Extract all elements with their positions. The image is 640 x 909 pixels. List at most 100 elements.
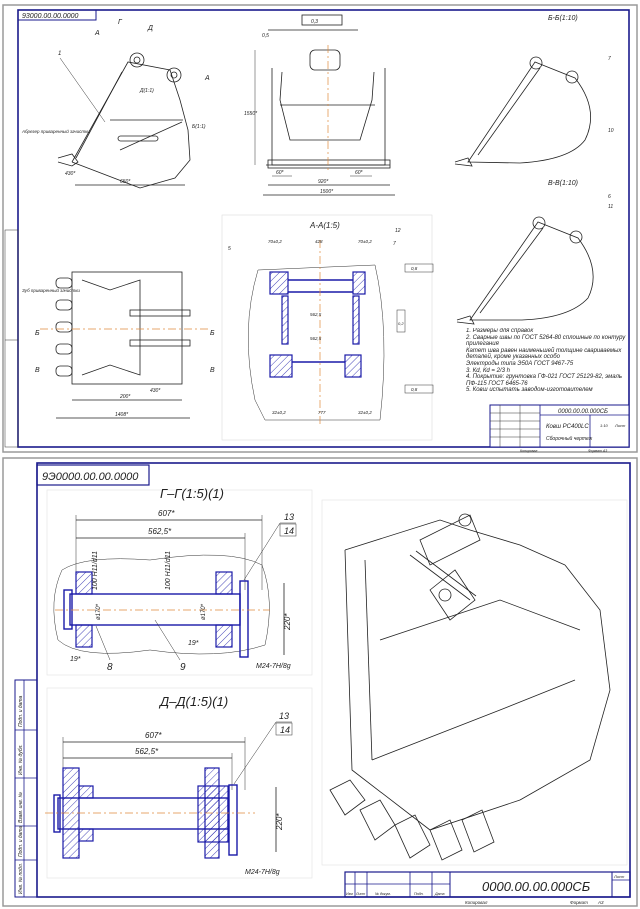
svg-text:Б: Б [35, 330, 40, 337]
section-vv: В-В(1:10) 6 11 [456, 180, 613, 325]
svg-text:650*: 650* [120, 179, 131, 185]
svg-text:6: 6 [608, 194, 611, 200]
svg-text:7: 7 [608, 56, 611, 62]
sheet-2-border [2, 457, 638, 907]
svg-text:А: А [204, 75, 210, 82]
svg-text:Инв. № подл.: Инв. № подл. [18, 863, 24, 894]
svg-text:Копировал: Копировал [520, 449, 537, 453]
sheet-1-side-strip [4, 229, 19, 448]
bolt [239, 580, 249, 658]
svg-text:428: 428 [315, 239, 323, 244]
svg-text:1:10: 1:10 [600, 423, 609, 428]
svg-text:1500*: 1500* [320, 189, 334, 195]
svg-text:9: 9 [180, 662, 186, 673]
note-5: 5. Ковш испытать заводом-изготовителем [466, 387, 593, 394]
section-vv-title: В-В(1:10) [548, 180, 578, 187]
svg-text:Д: Д [147, 25, 153, 32]
sheet-1: 93000.00.00.0000 А Г Д А Д(1:1) Б(1:1) 1… [2, 4, 638, 453]
front-dim-60-right: 60* [355, 170, 364, 176]
svg-text:Абрезер приваренный зачистки: Абрезер приваренный зачистки [21, 128, 90, 134]
svg-text:607*: 607* [145, 731, 162, 740]
bucket-plan-view: Б Б В В Зуб приваренный зачистки 200* 43… [22, 271, 215, 419]
technical-notes: 1. Размеры для справок 2. Сварные швы по… [466, 328, 626, 394]
svg-text:В: В [35, 367, 40, 374]
sheet-2-stamp-box [36, 464, 150, 486]
teeth [55, 277, 73, 377]
svg-text:Дата: Дата [434, 892, 444, 896]
svg-text:430*: 430* [150, 388, 161, 394]
svg-text:Формат: Формат [570, 900, 588, 905]
section-aa-title: А-А(1:5) [309, 221, 340, 230]
svg-text:8: 8 [107, 662, 113, 673]
svg-text:19*: 19* [70, 656, 81, 663]
svg-text:M24-7H/8g: M24-7H/8g [245, 869, 280, 876]
note-2-electrodes: Электроды типа Э50А ГОСТ 9467-75 [466, 360, 574, 367]
sheet-2-side-strip: Подп. и дата Инв. № дубл. Взам. инв. № П… [14, 679, 38, 898]
svg-text:Д(1:1): Д(1:1) [139, 88, 154, 94]
section-dd: Д–Д(1:5)(1) 607* 562,5* 220* M24-7H/8g 1… [45, 687, 313, 879]
svg-text:19*: 19* [188, 640, 199, 647]
sheet-2-doc-number: 0000.00.00.000СБ [482, 879, 591, 894]
svg-text:70±0,2: 70±0,2 [268, 239, 282, 244]
sheet-1-stamp-box [17, 9, 97, 21]
svg-text:M24-7H/8g: M24-7H/8g [256, 663, 291, 670]
svg-text:ø170*: ø170* [201, 603, 207, 620]
svg-text:430*: 430* [65, 171, 76, 177]
note-1: 1. Размеры для справок [466, 328, 534, 334]
section-aa: А-А(1:5) 70±0,2 428 70±0,2 562,5 562,5 3… [221, 214, 434, 441]
section-bb: Б-Б(1:10) 7 10 [454, 15, 614, 167]
svg-text:Взам. инв. №: Взам. инв. № [18, 791, 24, 823]
svg-text:А: А [94, 30, 100, 37]
sheet-2: 9Э0000.00.00.0000 Подп. и дата Инв. № ду… [2, 457, 638, 907]
svg-text:100 H11/d11: 100 H11/d11 [92, 551, 99, 590]
svg-text:1408*: 1408* [115, 412, 129, 418]
sheet-2-title-block: Изм Лист № докум. Подп. Дата 0000.00.00.… [344, 871, 631, 905]
sheet-2-stamp: 9Э0000.00.00.0000 [42, 471, 139, 483]
svg-text:Инв. № дубл.: Инв. № дубл. [18, 744, 24, 775]
svg-text:Копировал: Копировал [465, 900, 488, 905]
svg-text:32±0,2: 32±0,2 [272, 410, 286, 415]
svg-text:Б: Б [210, 330, 215, 337]
svg-text:920*: 920* [318, 179, 329, 185]
bucket-front-view: 1550* 60* 60* 920* 1500* 0,3 0,5 [244, 14, 395, 196]
svg-text:Зуб приваренный зачистки: Зуб приваренный зачистки [22, 287, 80, 293]
section-gg: Г–Г(1:5)(1) 607* 562,5* 100 H11/d11 100 … [46, 486, 313, 676]
svg-text:5: 5 [228, 246, 231, 252]
svg-text:Формат А3: Формат А3 [588, 449, 607, 453]
note-2: 2. Сварные швы по ГОСТ 5264-80 сплошные … [466, 334, 626, 348]
svg-text:32±0,2: 32±0,2 [358, 410, 372, 415]
svg-text:562,5: 562,5 [310, 336, 322, 341]
sheet-1-stamp: 93000.00.00.0000 [22, 13, 79, 20]
svg-text:12: 12 [395, 228, 401, 234]
svg-text:Изм: Изм [346, 892, 353, 896]
svg-text:Б(1:1): Б(1:1) [192, 124, 206, 130]
section-dd-title: Д–Д(1:5)(1) [158, 694, 228, 709]
svg-text:1: 1 [58, 51, 61, 57]
svg-text:Сборочный чертеж: Сборочный чертеж [546, 435, 593, 442]
svg-text:0,2: 0,2 [398, 321, 404, 326]
note-4: 4. Покрытие: грунтовка ГФ-021 ГОСТ 25129… [466, 374, 623, 387]
svg-text:14: 14 [280, 725, 290, 735]
svg-text:Г: Г [118, 19, 123, 26]
svg-text:В: В [210, 367, 215, 374]
svg-text:№ докум.: № докум. [375, 892, 391, 896]
svg-text:562,5*: 562,5* [148, 527, 172, 536]
sheet-1-title-block: 0000.00.00.000СБ Ковш PC400LC Сборочный … [489, 404, 630, 453]
bolt [228, 784, 238, 856]
svg-text:1550*: 1550* [244, 111, 258, 117]
section-gg-title: Г–Г(1:5)(1) [160, 486, 224, 501]
svg-text:Лист: Лист [614, 423, 626, 428]
svg-text:777: 777 [318, 410, 326, 415]
svg-text:7: 7 [393, 241, 396, 247]
svg-text:10: 10 [608, 128, 614, 134]
svg-text:562,5*: 562,5* [135, 747, 159, 756]
section-bb-title: Б-Б(1:10) [548, 15, 578, 22]
front-dim-60-left: 60* [276, 170, 285, 176]
svg-text:607*: 607* [158, 509, 175, 518]
svg-text:0000.00.00.000СБ: 0000.00.00.000СБ [558, 409, 608, 415]
svg-text:220*: 220* [283, 613, 292, 631]
svg-text:70±0,2: 70±0,2 [358, 239, 372, 244]
svg-text:220*: 220* [275, 813, 284, 831]
svg-text:0,3: 0,3 [311, 19, 318, 25]
